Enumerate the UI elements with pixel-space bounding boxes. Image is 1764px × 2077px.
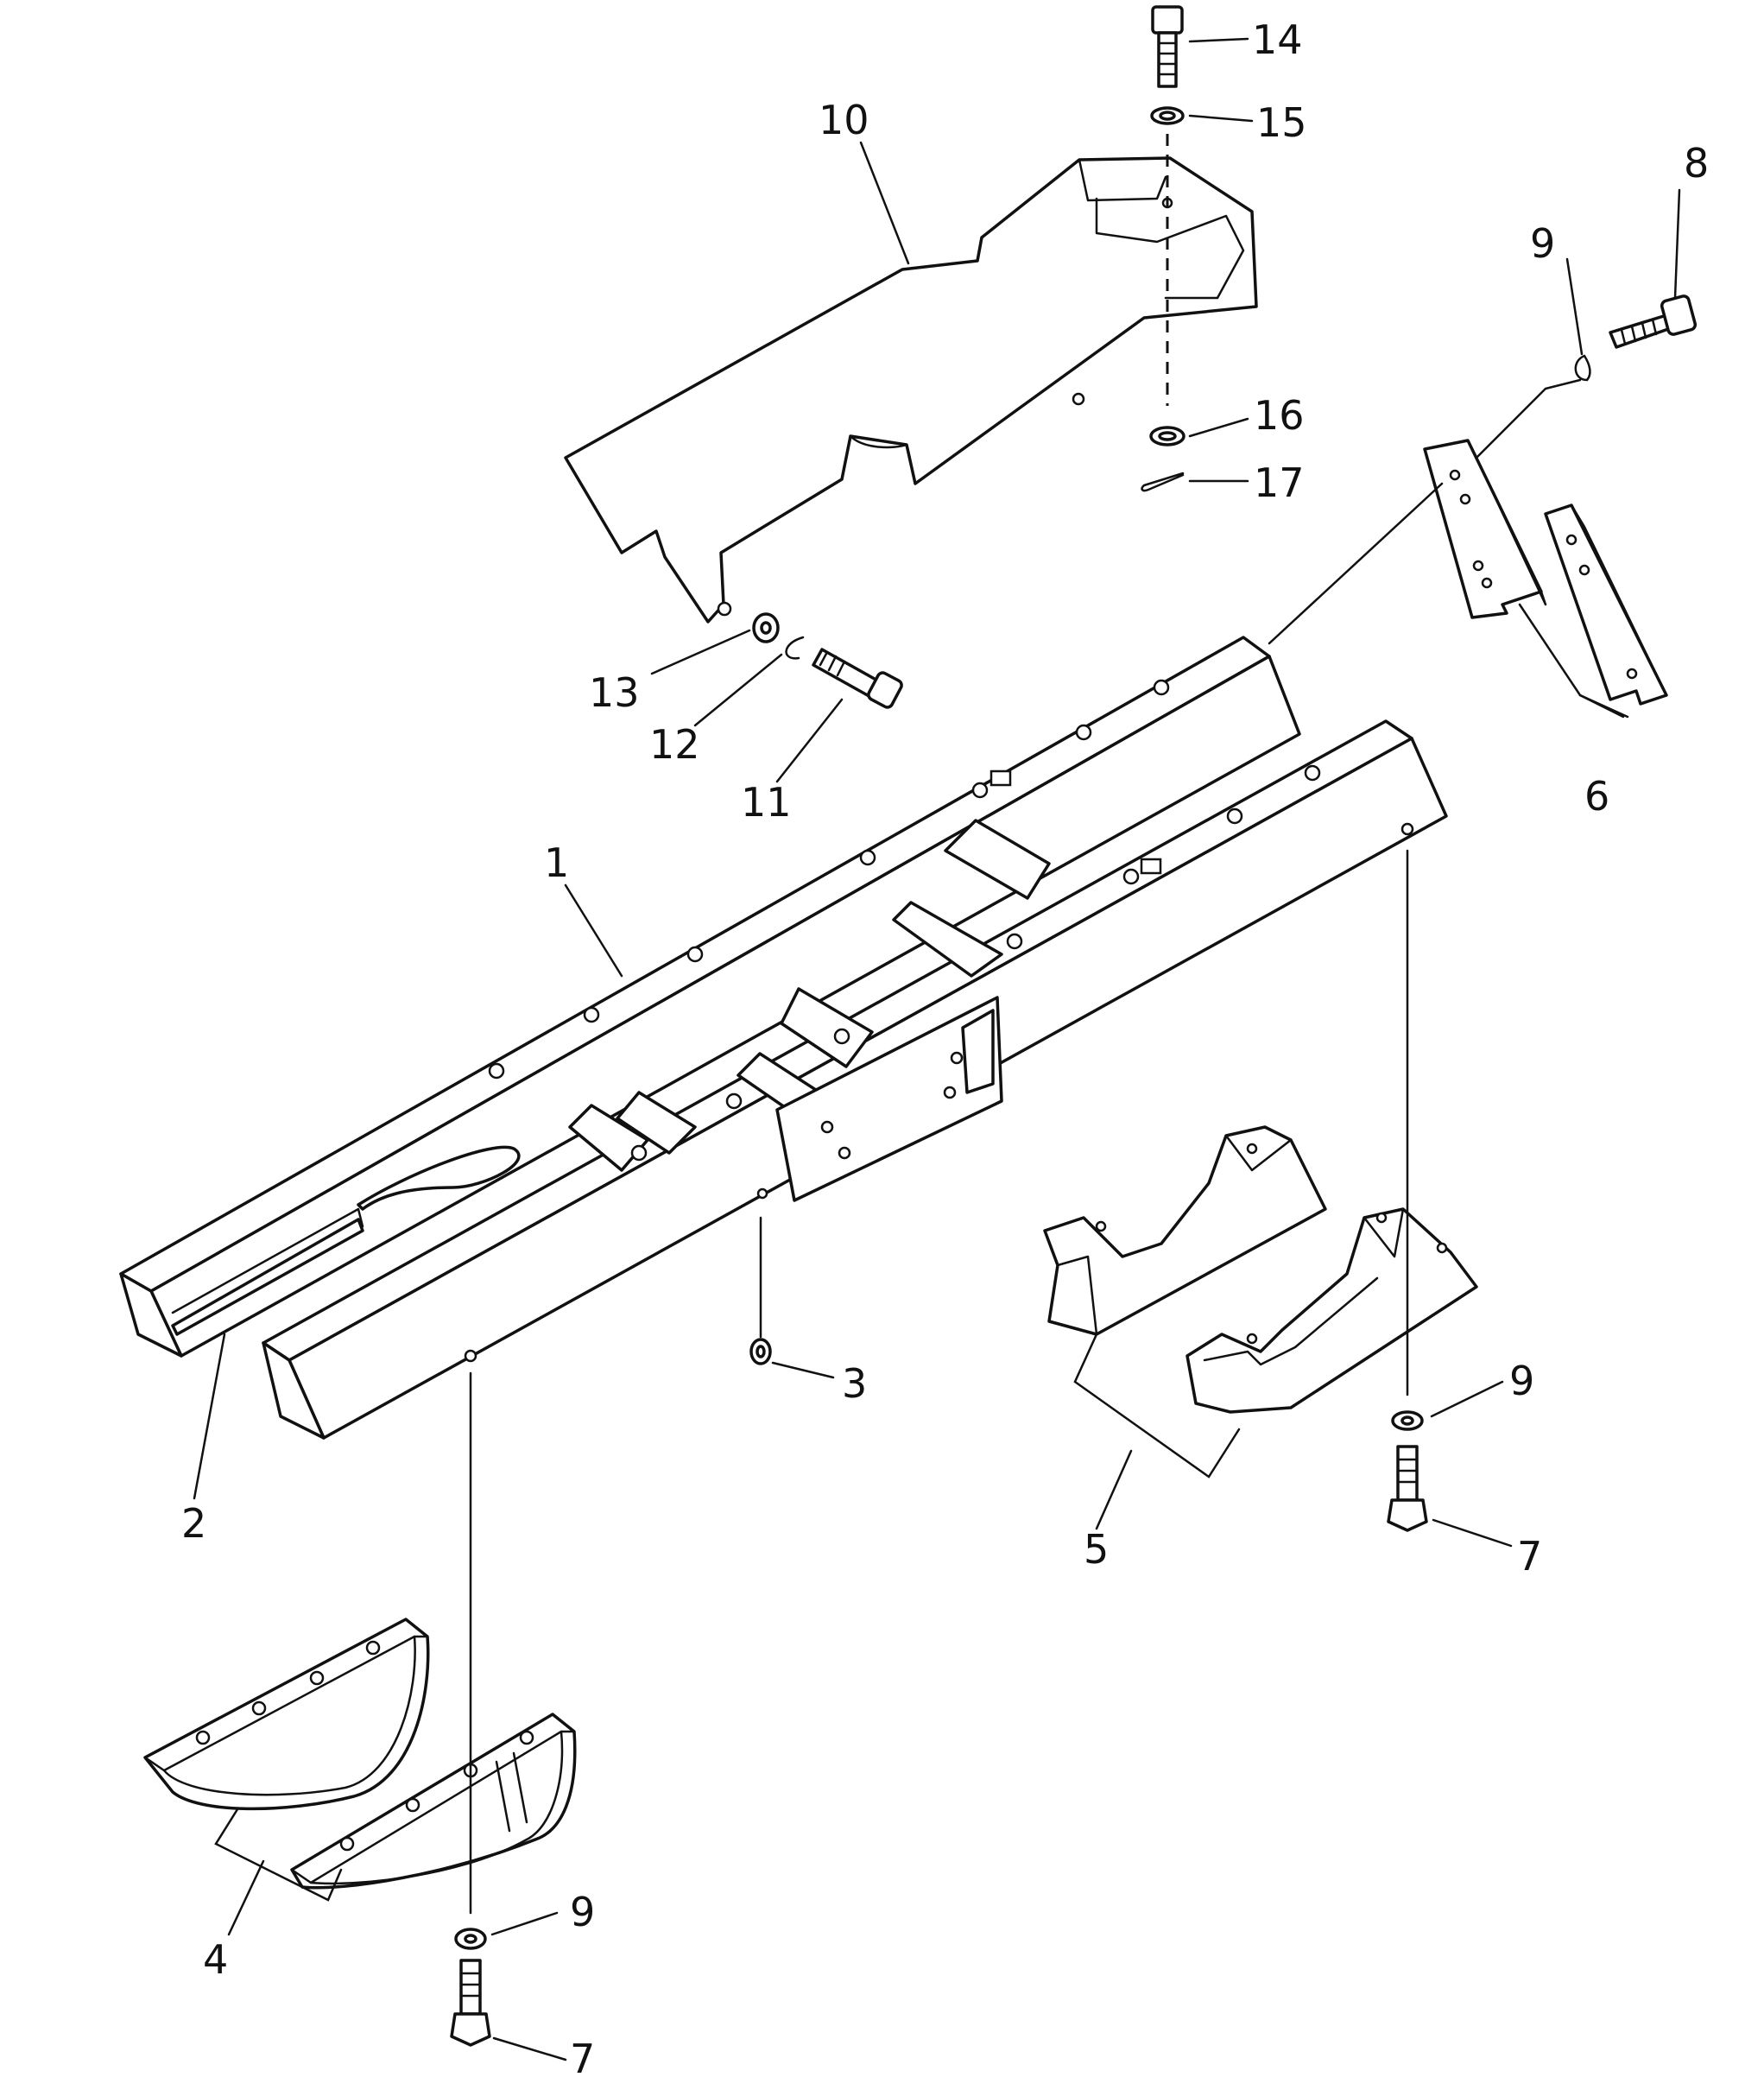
nut-part-3 — [749, 1338, 772, 1365]
callout-4: 4 — [203, 1936, 228, 1983]
callout-10: 10 — [819, 97, 869, 143]
callout-14: 14 — [1252, 16, 1303, 63]
bolt-part-8 — [1609, 294, 1698, 349]
cover-part-10 — [564, 156, 1258, 624]
frame-part-1 — [119, 636, 1448, 1440]
lock-washer-part-9c — [454, 1928, 487, 1950]
callout-5: 5 — [1084, 1526, 1109, 1573]
callout-13: 13 — [589, 669, 640, 716]
callout-9-top: 9 — [1530, 220, 1555, 267]
washer-part-13 — [752, 612, 780, 643]
callout-12: 12 — [649, 721, 700, 768]
callout-1: 1 — [544, 839, 569, 886]
callout-9-bottom: 9 — [570, 1889, 595, 1935]
strip-part-2 — [171, 1218, 364, 1336]
pin-part-17 — [1141, 472, 1185, 492]
callout-17: 17 — [1254, 459, 1305, 506]
callout-3: 3 — [842, 1360, 867, 1407]
washer-part-15 — [1150, 106, 1185, 125]
callout-16: 16 — [1254, 392, 1305, 439]
bracket-part-5 — [1043, 1125, 1478, 1414]
bolt-part-11 — [812, 648, 903, 709]
callout-8: 8 — [1684, 140, 1709, 187]
guard-part-4 — [143, 1618, 577, 1890]
callout-11: 11 — [741, 779, 792, 826]
lock-washer-part-9a — [1574, 354, 1591, 382]
callout-7-right: 7 — [1517, 1533, 1542, 1580]
bolt-part-7a — [1387, 1445, 1428, 1532]
callout-15: 15 — [1256, 99, 1307, 146]
pad-part-6 — [1423, 439, 1668, 706]
bolt-part-14 — [1151, 5, 1184, 88]
bolt-part-7b — [450, 1959, 491, 2047]
washer-part-16 — [1149, 426, 1185, 446]
callout-6: 6 — [1584, 773, 1609, 820]
lock-washer-part-12 — [785, 636, 805, 660]
callout-7-bottom: 7 — [570, 2036, 595, 2077]
callout-9-right: 9 — [1509, 1358, 1534, 1404]
lock-washer-part-9b — [1391, 1410, 1424, 1431]
callout-2: 2 — [181, 1500, 206, 1547]
